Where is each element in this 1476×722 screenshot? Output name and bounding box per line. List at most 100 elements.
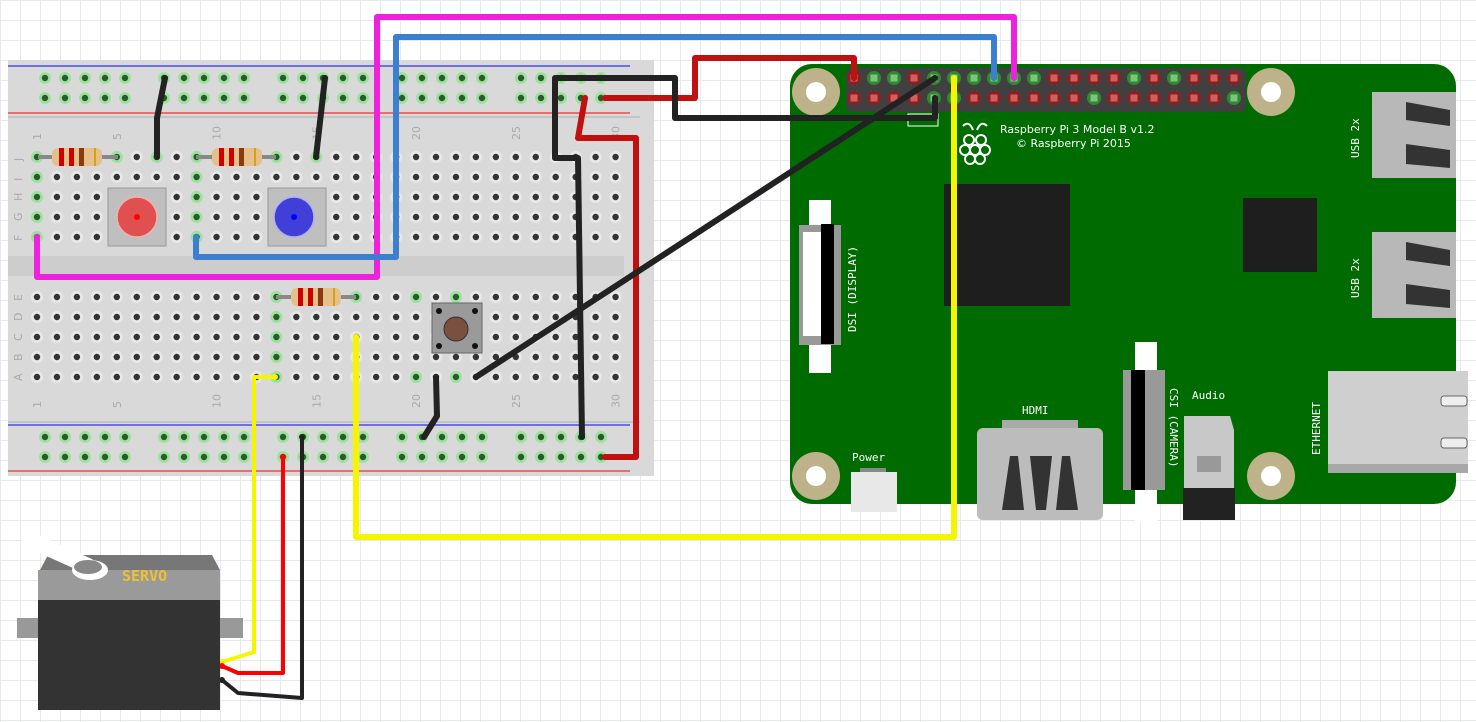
pi-model-label: Raspberry Pi 3 Model B v1.2 <box>1000 123 1154 136</box>
wire-yellow-button[interactable] <box>353 75 957 540</box>
push-button[interactable] <box>431 302 483 354</box>
breadboard-hole-center <box>213 353 220 361</box>
breadboard-hole-center <box>173 213 180 221</box>
breadboard-hole-center <box>412 293 420 301</box>
breadboard-hole-center <box>532 213 539 221</box>
rail-hole-center <box>537 94 545 102</box>
rail-hole-center <box>81 74 89 82</box>
gpio-pin-pad <box>1110 74 1118 82</box>
usb-port-bottom[interactable] <box>1372 232 1456 318</box>
wire-black-servo-gnd[interactable] <box>219 434 305 700</box>
rail-hole-center <box>220 74 228 82</box>
breadboard-hole-center <box>93 333 101 341</box>
rail-hole-center <box>101 74 109 82</box>
wire-red-rail[interactable] <box>575 95 639 460</box>
wire-end <box>322 75 328 81</box>
mounting-hole <box>1247 452 1295 500</box>
breadboard-hole-center <box>33 353 41 361</box>
wire-black-led1-gnd[interactable] <box>154 75 168 160</box>
wire-end <box>991 75 997 81</box>
wire-black-button-gnd[interactable] <box>421 374 440 440</box>
breadboard-hole-center <box>113 373 121 381</box>
rail-hole-center <box>121 94 129 102</box>
wire-black-gnd-rail[interactable] <box>552 75 938 440</box>
dsi-connector[interactable] <box>799 200 841 373</box>
breadboard-hole-center <box>532 173 539 181</box>
breadboard-hole-center <box>133 153 140 161</box>
resistor-button[interactable] <box>276 288 356 306</box>
rail-hole-center <box>339 94 347 102</box>
breadboard-hole-center <box>233 233 240 241</box>
breadboard-hole-center <box>552 213 559 221</box>
breadboard-hole-center <box>313 313 320 321</box>
breadboard-hole-center <box>293 153 300 161</box>
breadboard-hole-center <box>452 153 460 161</box>
rail-hole-center <box>81 94 89 102</box>
mounting-hole <box>792 68 840 116</box>
resistor-red-led[interactable] <box>38 148 118 166</box>
breadboard-hole-center <box>572 333 579 341</box>
hdmi-port[interactable] <box>977 420 1103 520</box>
breadboard-hole-center <box>173 193 180 201</box>
breadboard-hole-center <box>33 193 41 201</box>
wire-end <box>851 75 857 81</box>
breadboard-hole-center <box>333 213 340 221</box>
breadboard-hole-center <box>572 373 579 381</box>
rail-hole-center <box>180 453 188 461</box>
wire-end <box>219 677 225 683</box>
power-label: Power <box>852 451 885 464</box>
audio-jack[interactable] <box>1183 416 1235 520</box>
pi-copyright-label: © Raspberry Pi 2015 <box>1016 137 1131 150</box>
wire-black-button-gpio[interactable] <box>473 75 938 380</box>
wire-magenta-gpio[interactable] <box>34 14 1017 280</box>
wire-red-servo-power[interactable] <box>219 454 286 675</box>
csi-connector[interactable] <box>1123 342 1165 522</box>
breadboard-hole-center <box>492 293 500 301</box>
wire-black-led2-gnd[interactable] <box>313 75 328 160</box>
breadboard-hole-center <box>293 333 300 341</box>
breadboard-hole-center <box>93 293 101 301</box>
gpio-pin-pad <box>1050 94 1058 102</box>
breadboard-hole-center <box>452 173 460 181</box>
rail-hole-center <box>359 453 367 461</box>
wire-end <box>579 434 585 440</box>
ethernet-port[interactable] <box>1328 371 1468 473</box>
breadboard-hole-center <box>492 333 500 341</box>
breadboard-hole-center <box>612 213 619 221</box>
wire-blue-gpio[interactable] <box>193 34 997 260</box>
rail-hole-center <box>517 74 525 82</box>
breadboard-hole-center <box>193 313 200 321</box>
rail-hole-center <box>220 433 228 441</box>
blue-led[interactable] <box>267 187 327 247</box>
breadboard-hole-center <box>133 293 140 301</box>
rail-hole-center <box>121 433 129 441</box>
breadboard-hole-center <box>53 193 61 201</box>
gpio-pin-pad <box>1070 94 1078 102</box>
breadboard-hole-center <box>73 233 81 241</box>
rail-hole-center <box>180 94 188 102</box>
breadboard-hole-center <box>213 293 220 301</box>
wire-end <box>313 154 319 160</box>
breadboard-hole-center <box>293 353 300 361</box>
raspberry-pi-board[interactable]: Raspberry Pi 3 Model B v1.2 © Raspberry … <box>790 64 1468 522</box>
resistor-blue-led[interactable] <box>196 148 276 166</box>
servo-motor[interactable]: SERVO <box>17 532 243 710</box>
red-led[interactable] <box>107 187 167 247</box>
rail-hole-center <box>240 433 248 441</box>
wire-red-power[interactable] <box>602 55 857 101</box>
breadboard-hole-center <box>353 213 360 221</box>
rail-hole-center <box>101 433 109 441</box>
raspberry-logo-icon <box>959 122 991 165</box>
rail-hole-center <box>478 453 486 461</box>
rail-hole-center <box>418 74 426 82</box>
column-number: 15 <box>310 394 323 408</box>
usb-port-top[interactable] <box>1372 92 1456 178</box>
gpio-pin-pad <box>870 94 878 102</box>
power-port[interactable] <box>851 468 897 512</box>
breadboard-hole-center <box>412 333 420 341</box>
wire-end <box>932 75 938 81</box>
row-label: E <box>12 294 25 301</box>
breadboard-hole-center <box>73 173 81 181</box>
breadboard-hole-center <box>173 353 180 361</box>
wire-end <box>299 434 305 440</box>
